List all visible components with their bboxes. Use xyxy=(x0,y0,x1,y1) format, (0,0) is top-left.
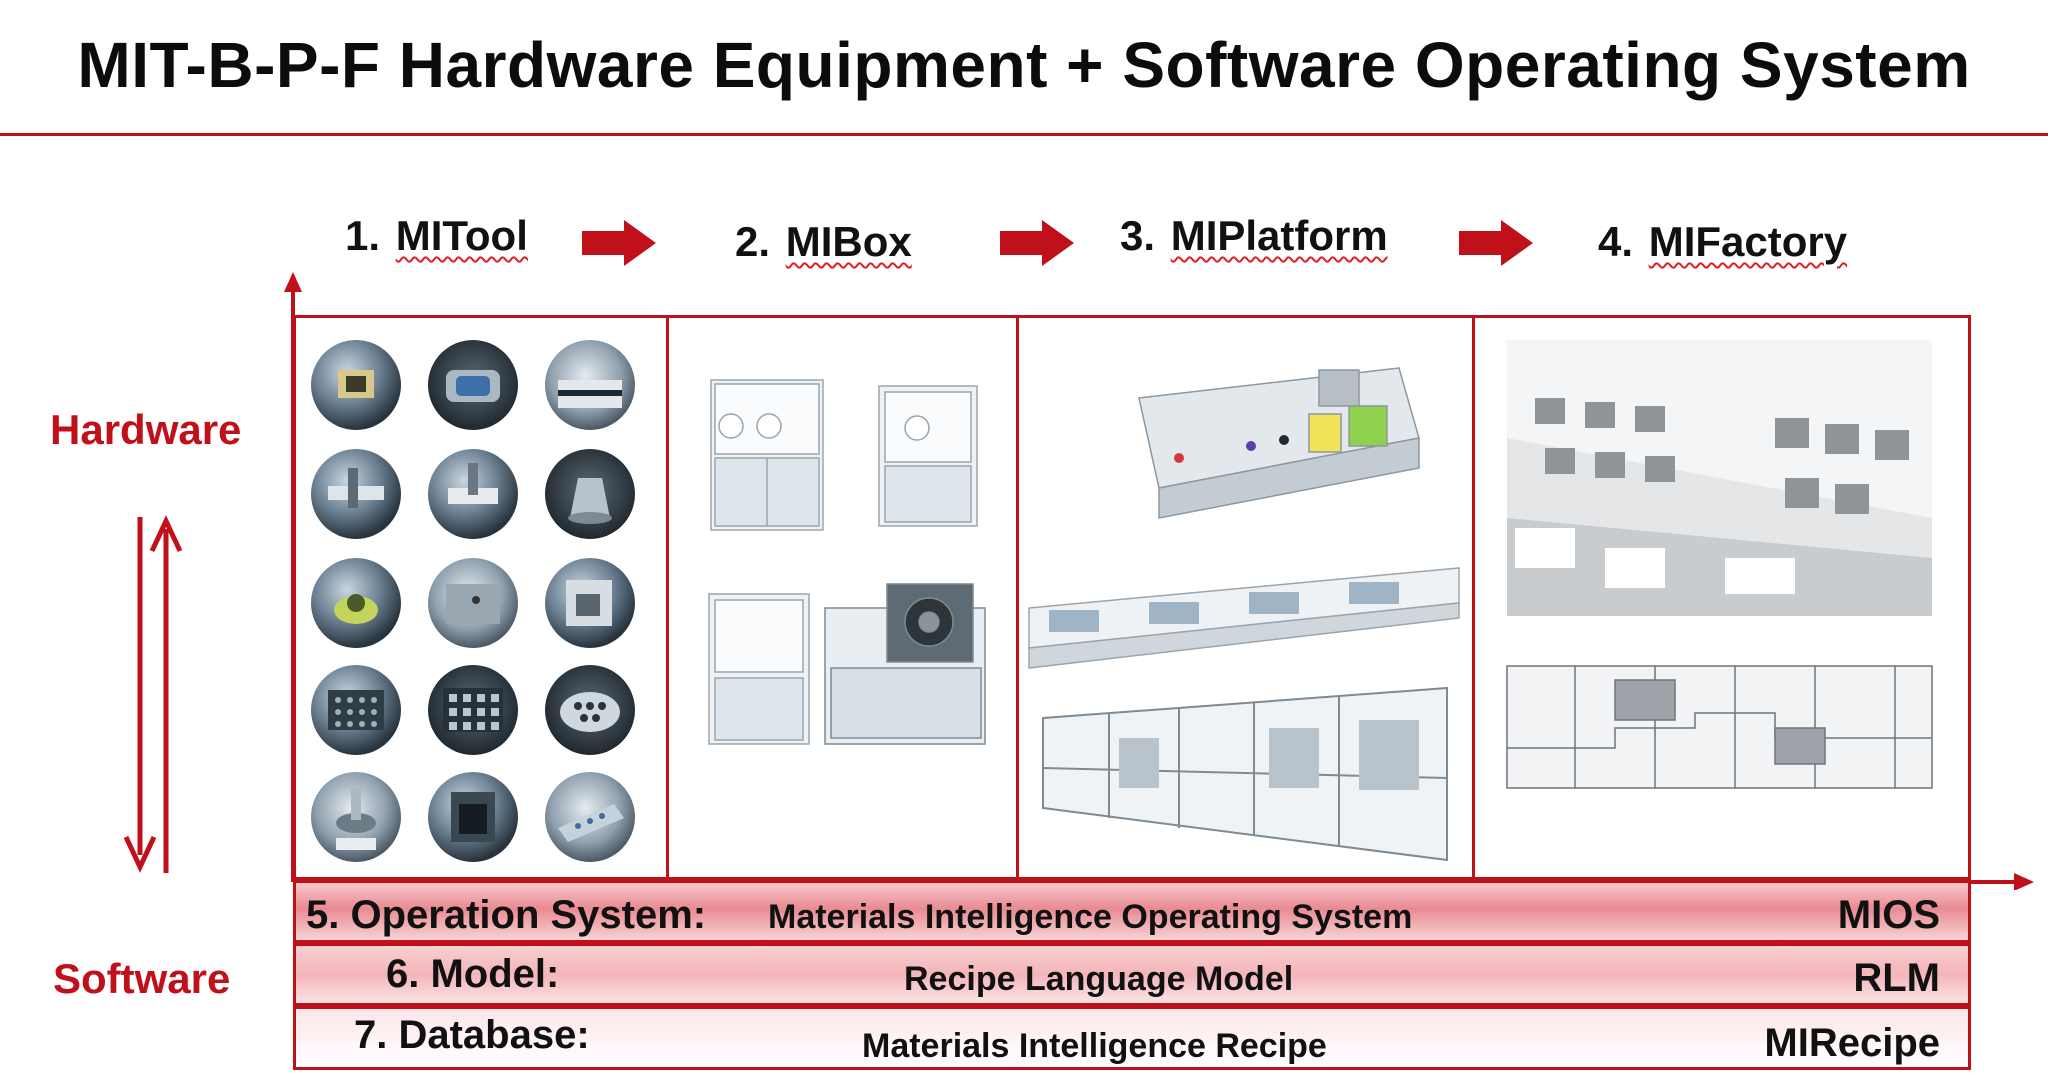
platform-enclosure-line xyxy=(1042,686,1448,862)
tool-photo xyxy=(545,665,635,755)
tool-photo xyxy=(311,449,401,539)
software-row-operation-system: 5. Operation System: Materials Intellige… xyxy=(293,880,1971,943)
bidirectional-arrow-icon xyxy=(123,515,183,873)
mitool-photo-grid xyxy=(311,340,635,862)
software-row-label: 6. Model: xyxy=(386,952,560,996)
platform-production-line xyxy=(1028,567,1460,669)
column-divider xyxy=(1472,315,1475,880)
stage-label-mitool: 1. MITool xyxy=(345,212,528,259)
platform-workstation xyxy=(1138,367,1420,519)
mifactory-illustration xyxy=(1506,340,1933,789)
glovebox-unit xyxy=(878,385,978,527)
axis-right-arrowhead xyxy=(2014,873,2034,890)
axis-up-arrowhead xyxy=(284,272,302,292)
tool-photo xyxy=(545,449,635,539)
glovebox-unit xyxy=(708,593,810,745)
tool-photo xyxy=(311,665,401,755)
software-row-label: 5. Operation System: xyxy=(306,893,707,937)
page-title: MIT-B-P-F Hardware Equipment + Software … xyxy=(77,29,1971,101)
arrow-right-icon xyxy=(1459,220,1533,266)
arrow-right-icon xyxy=(582,220,656,266)
tool-photo xyxy=(311,772,401,862)
glovebox-unit xyxy=(710,379,824,531)
software-row-description: Materials Intelligence Operating System xyxy=(768,898,1413,936)
hardware-grid xyxy=(293,315,1971,880)
tool-photo xyxy=(428,772,518,862)
software-row-label: 7. Database: xyxy=(354,1013,590,1057)
tool-photo xyxy=(311,558,401,648)
column-divider xyxy=(666,315,669,880)
factory-floor-isometric xyxy=(1507,340,1932,616)
tool-photo xyxy=(428,340,518,430)
tool-photo xyxy=(545,558,635,648)
tool-photo xyxy=(545,340,635,430)
tool-photo xyxy=(428,665,518,755)
tool-photo xyxy=(428,558,518,648)
tool-photo xyxy=(311,340,401,430)
software-row-abbreviation: RLM xyxy=(1853,956,1940,1000)
software-row-description: Recipe Language Model xyxy=(904,960,1294,998)
software-row-description: Materials Intelligence Recipe xyxy=(862,1027,1327,1065)
software-row-abbreviation: MIRecipe xyxy=(1764,1021,1940,1065)
title-divider xyxy=(0,133,2048,136)
software-row-database: 7. Database: Materials Intelligence Reci… xyxy=(293,1006,1971,1070)
software-row-abbreviation: MIOS xyxy=(1837,893,1940,937)
hardware-label: Hardware xyxy=(50,406,242,453)
software-row-model: 6. Model: Recipe Language Model RLM xyxy=(293,943,1971,1006)
tool-photo xyxy=(545,772,635,862)
vacuum-chamber-unit xyxy=(824,583,986,745)
miplatform-illustration xyxy=(1028,367,1460,862)
factory-floor-section xyxy=(1506,665,1933,789)
stage-label-miplatform: 3. MIPlatform xyxy=(1120,212,1388,259)
software-label: Software xyxy=(53,955,231,1002)
mibox-illustration xyxy=(708,379,986,745)
tool-photo xyxy=(428,449,518,539)
stage-label-mibox: 2. MIBox xyxy=(735,218,912,265)
stage-label-mifactory: 4. MIFactory xyxy=(1598,218,1848,265)
column-divider xyxy=(1016,315,1019,880)
arrow-right-icon xyxy=(1000,220,1074,266)
